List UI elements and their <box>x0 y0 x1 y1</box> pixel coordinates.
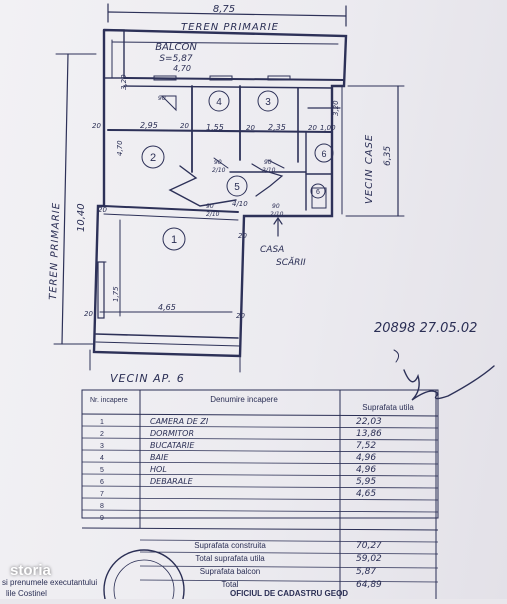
header-name: Denumire incapere <box>210 395 278 404</box>
dim-20c: 20 <box>246 124 255 132</box>
footer-office: OFICIUL DE CADASTRU GEOD <box>230 589 348 598</box>
top-street: TEREN PRIMARIE <box>181 22 279 33</box>
row-area: 7,52 <box>356 441 376 451</box>
row-area: 4,96 <box>356 465 376 475</box>
summary-value: 64,89 <box>356 580 382 590</box>
dim-210b: 2/10 <box>262 167 276 174</box>
balcon-area: S=5,87 <box>159 54 193 64</box>
dim-20b: 20 <box>180 122 189 130</box>
left-dim: 10,40 <box>76 203 87 232</box>
row-number: 2 <box>100 431 104 438</box>
row-number: 4 <box>100 455 104 462</box>
room-number-4: 4 <box>216 97 222 108</box>
row-room-name: CAMERA DE ZI <box>150 417 209 426</box>
summary-value: 59,02 <box>356 554 382 564</box>
dim-90e: 90 <box>272 203 280 210</box>
row-area: 5,95 <box>356 477 376 487</box>
row-area: 13,86 <box>356 429 382 439</box>
row-room-name: HOL <box>150 465 167 474</box>
dim-465: 4,65 <box>158 303 176 312</box>
dim-20d: 20 <box>308 124 317 132</box>
summary-value: 5,87 <box>356 567 376 577</box>
right-street: VECIN CASE <box>364 134 375 204</box>
room-number-6a: 6 <box>321 149 326 159</box>
dim-470: 4,70 <box>116 140 124 156</box>
dim-210d: 2/10 <box>270 211 284 218</box>
dim-320: 3,20 <box>332 100 340 116</box>
room-number-1: 1 <box>171 234 177 246</box>
summary-label: Total suprafata utila <box>195 554 265 563</box>
header-nr: Nr. incapere <box>90 397 128 404</box>
dim-90a: 90 <box>158 95 166 102</box>
row-number: 3 <box>100 443 104 450</box>
balcon-side: 3,20 <box>120 74 128 90</box>
dim-20e: 20 <box>84 310 93 318</box>
dim-155: 1,55 <box>206 123 224 132</box>
dim-90d: 90 <box>206 203 214 210</box>
row-room-name: DORMITOR <box>150 429 194 438</box>
casa-label: CASA <box>260 245 284 255</box>
dim-90b: 90 <box>214 159 222 166</box>
room-number-3: 3 <box>265 97 271 108</box>
row-number: 1 <box>100 419 104 426</box>
row-area: 22,03 <box>356 417 382 427</box>
top-dim: 8,75 <box>213 4 235 15</box>
dim-20g: 20 <box>98 206 107 214</box>
summary-label: Suprafata construita <box>194 541 266 550</box>
dim-235: 2,35 <box>268 123 286 132</box>
footer-left-2: lile Costinel <box>6 589 47 598</box>
room-number-6b: 6 <box>316 189 320 196</box>
bottom-neighbor: VECIN AP. 6 <box>110 372 185 385</box>
dim-100: 1,00 <box>320 124 336 132</box>
summary-label: Suprafata balcon <box>200 567 261 576</box>
balcon-label: BALCON <box>155 42 197 53</box>
row-room-name: DEBARALE <box>150 477 194 486</box>
row-number: 8 <box>100 503 104 510</box>
storia-watermark: storia <box>10 562 51 579</box>
row-number: 6 <box>100 479 104 486</box>
room-number-2: 2 <box>150 152 156 164</box>
dim-175: 1,75 <box>112 286 120 302</box>
header-area: Suprafata utila <box>362 403 414 412</box>
balcon-width: 4,70 <box>173 64 191 73</box>
dim-20h: 20 <box>238 232 247 240</box>
dim-295: 2,95 <box>140 121 158 130</box>
dim-210a: 2/10 <box>212 167 226 174</box>
row-area: 4,96 <box>356 453 376 463</box>
stamp-note: 20898 27.05.02 <box>374 321 477 336</box>
room-number-5: 5 <box>234 182 240 193</box>
dim-410: 4/10 <box>232 200 248 208</box>
row-room-name: BAIE <box>150 453 169 462</box>
left-street: TEREN PRIMARIE <box>48 202 62 300</box>
row-number: 9 <box>100 515 104 522</box>
row-room-name: BUCATARIE <box>150 441 195 450</box>
table-rows: 1 CAMERA DE ZI 22,03 2 DORMITOR 13,86 3 BUCATAR… <box>100 417 382 522</box>
row-area: 4,65 <box>356 489 376 499</box>
round-stamp-icon <box>103 549 185 599</box>
dim-210c: 2/10 <box>206 211 220 218</box>
dim-20a: 20 <box>92 122 101 130</box>
dim-20f: 20 <box>236 312 245 320</box>
footer-left-1: si prenumele executantului <box>2 578 97 587</box>
right-dim: 6,35 <box>383 146 393 166</box>
summary-value: 70,27 <box>356 541 382 551</box>
scarii-label: SCĂRII <box>276 256 306 268</box>
row-number: 5 <box>100 467 104 474</box>
signature-icon <box>403 365 495 401</box>
dim-90c: 90 <box>264 159 272 166</box>
summary-label: Total <box>222 580 239 589</box>
row-number: 7 <box>100 491 104 498</box>
